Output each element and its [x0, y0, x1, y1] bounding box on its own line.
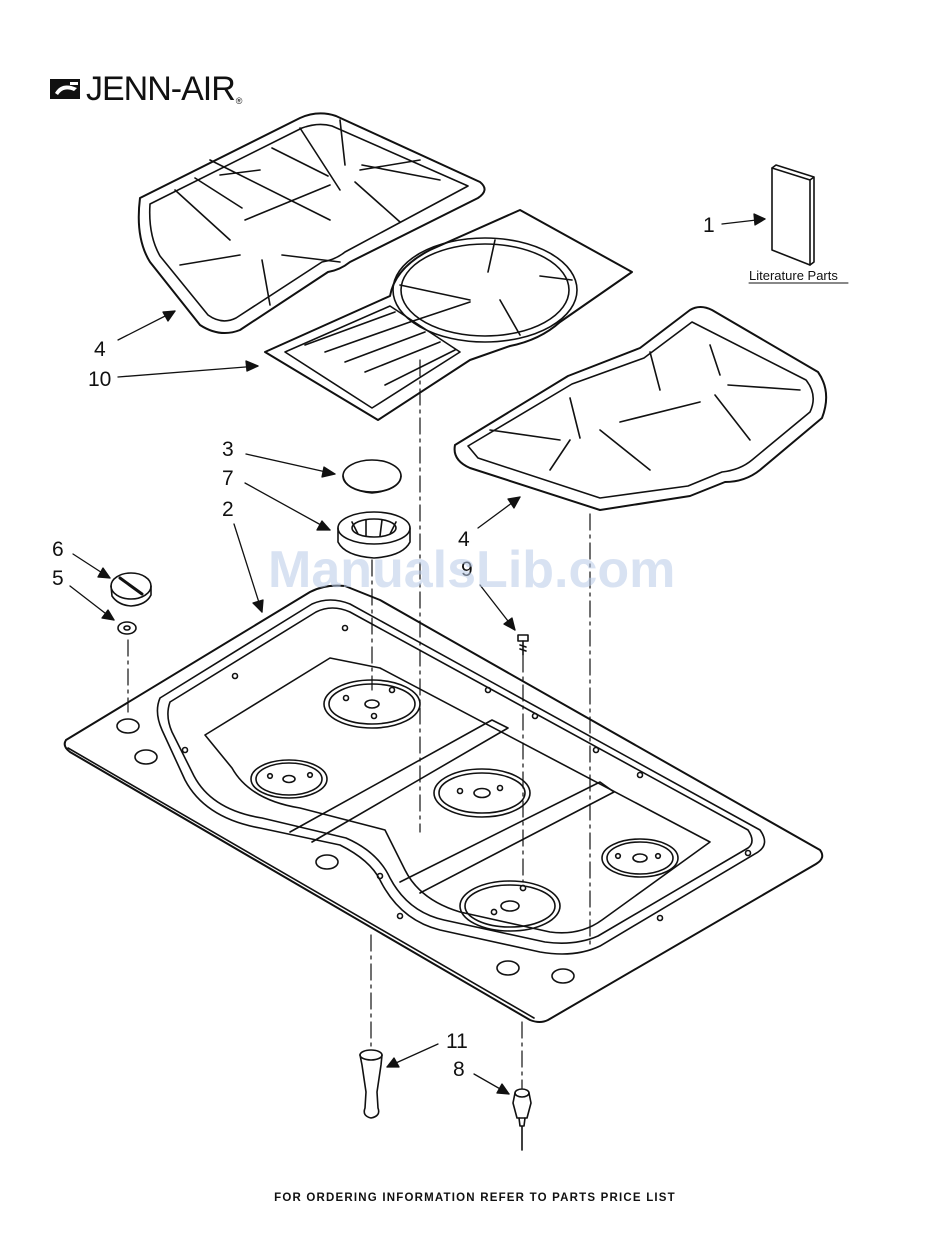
- center-grate: [265, 210, 632, 420]
- callout-2: 2: [222, 498, 234, 521]
- callout-4-left-grate: 4: [94, 338, 106, 361]
- knob-washer: [118, 622, 136, 634]
- callout-10: 10: [88, 368, 111, 391]
- cooktop-foot: [360, 1050, 382, 1118]
- literature-parts-label: Literature Parts: [749, 268, 838, 283]
- control-knob: [111, 573, 151, 606]
- callout-8: 8: [453, 1058, 465, 1081]
- callout-5: 5: [52, 567, 64, 590]
- callout-7: 7: [222, 467, 234, 490]
- callout-11: 11: [446, 1030, 468, 1053]
- ordering-info-footer: FOR ORDERING INFORMATION REFER TO PARTS …: [0, 1192, 950, 1204]
- spark-igniter: [513, 1089, 531, 1150]
- left-grate: [139, 113, 485, 333]
- literature-book-icon: [772, 165, 814, 265]
- callout-3: 3: [222, 438, 234, 461]
- screw: [518, 635, 528, 655]
- watermark: ManualsLib.com: [268, 540, 675, 600]
- callout-1: 1: [703, 214, 715, 237]
- callout-6: 6: [52, 538, 64, 561]
- burner-cap: [343, 460, 401, 493]
- cooktop-pan: [65, 586, 823, 1022]
- right-grate: [455, 307, 827, 510]
